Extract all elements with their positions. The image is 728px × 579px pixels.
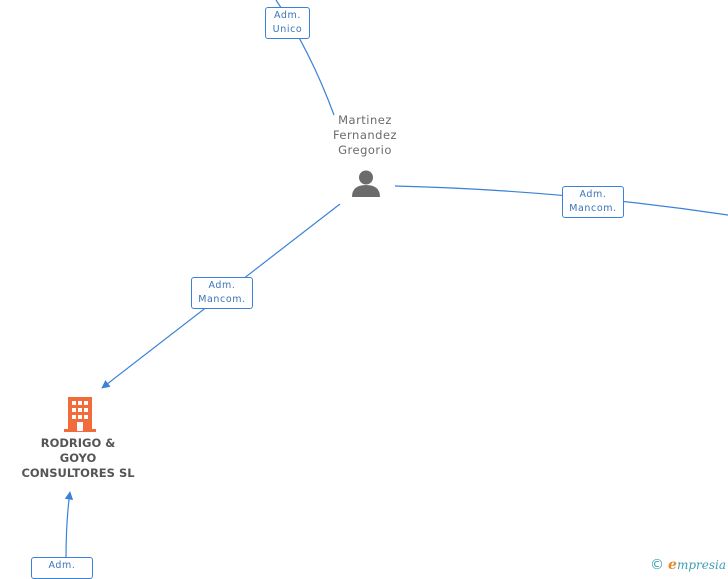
- company-name-line: CONSULTORES SL: [21, 466, 135, 480]
- edge-person-to-right: [394, 185, 728, 216]
- building-icon[interactable]: [64, 396, 96, 432]
- badge-line: Mancom.: [569, 203, 617, 214]
- person-icon[interactable]: [351, 169, 381, 197]
- copyright-icon: ©: [650, 557, 665, 573]
- relation-badge-adm-unico[interactable]: Adm. Unico: [265, 7, 310, 39]
- company-name-line: GOYO: [59, 451, 97, 465]
- person-name[interactable]: Martinez Fernandez Gregorio: [318, 113, 412, 158]
- badge-line: Mancom.: [198, 294, 246, 305]
- badge-line: Adm.: [273, 10, 302, 21]
- brand-initial: e: [668, 557, 677, 573]
- brand-rest: mpresia: [676, 558, 726, 572]
- relation-badge-adm-mancom-right[interactable]: Adm. Mancom.: [562, 186, 624, 218]
- badge-line: Adm.: [208, 280, 236, 291]
- company-name-line: RODRIGO &: [40, 436, 116, 450]
- brand-logo[interactable]: empresia: [668, 557, 726, 573]
- relation-badge-adm-bottom[interactable]: Adm.: [31, 557, 93, 579]
- badge-line: Adm.: [579, 189, 607, 200]
- brand-footer: © empresia: [650, 557, 726, 573]
- person-name-line: Martinez: [338, 113, 392, 127]
- edge-bottom-to-company: [64, 491, 74, 561]
- company-name[interactable]: RODRIGO & GOYO CONSULTORES SL: [8, 436, 148, 481]
- person-name-line: Fernandez: [332, 128, 398, 142]
- badge-line: Adm.: [48, 560, 76, 571]
- relation-badge-adm-mancom-left[interactable]: Adm. Mancom.: [191, 277, 253, 309]
- badge-line: Unico: [272, 24, 303, 35]
- person-name-line: Gregorio: [338, 143, 392, 157]
